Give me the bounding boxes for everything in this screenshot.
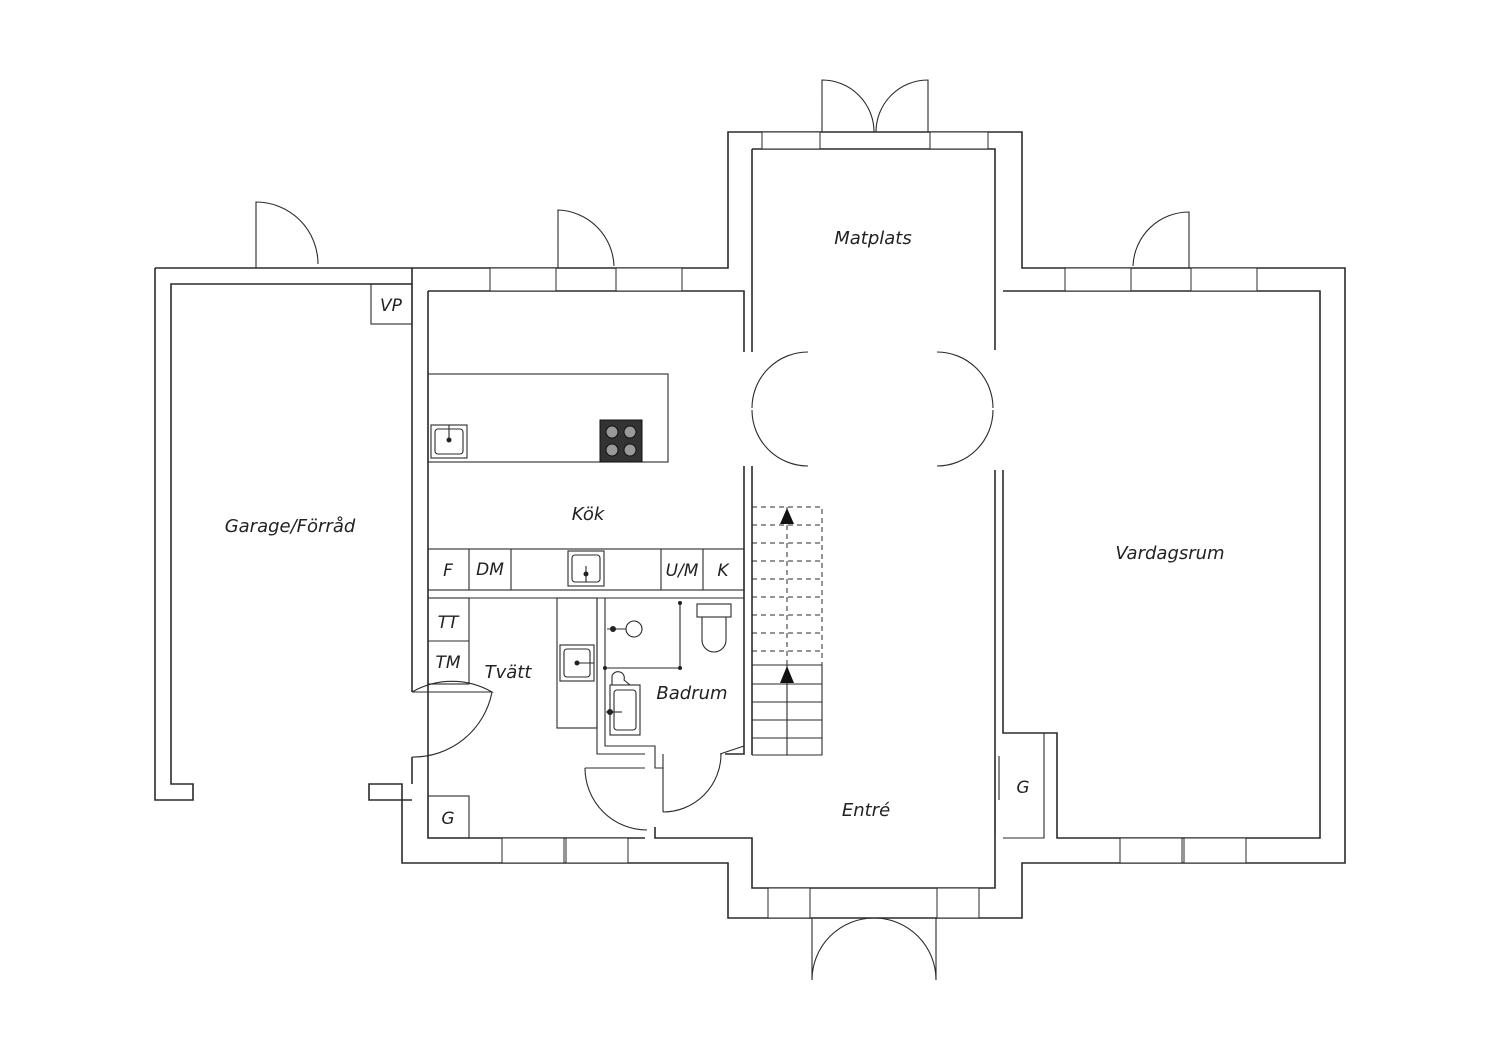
counter-sink-icon bbox=[567, 550, 605, 587]
room-label-entrance: Entré bbox=[842, 800, 890, 821]
room-labels: Garage/Förråd Kök Tvätt Badrum Matplats … bbox=[225, 228, 1225, 821]
shower-icon bbox=[603, 601, 682, 670]
fixture-label-wardrobe-laundry: G bbox=[441, 809, 454, 829]
doors bbox=[255, 79, 1190, 981]
bathroom-fixtures bbox=[603, 601, 732, 736]
fixture-label-washing-machine: TM bbox=[435, 653, 460, 673]
interior-walls bbox=[428, 466, 1045, 839]
stair-arrow-icon bbox=[780, 508, 794, 524]
stair-arrow-icon bbox=[780, 666, 794, 683]
fixture-labels: VP F DM U/M K TT TM G G bbox=[370, 283, 1030, 829]
laundry-sink-icon bbox=[559, 644, 595, 682]
toilet-icon bbox=[696, 603, 732, 653]
stairs bbox=[751, 506, 823, 756]
room-label-kitchen: Kök bbox=[572, 504, 606, 525]
room-label-laundry: Tvätt bbox=[485, 662, 533, 683]
fixture-label-wardrobe-entrance: G bbox=[1016, 778, 1029, 798]
fixture-label-fridge: F bbox=[443, 561, 453, 581]
fixture-label-dryer: TT bbox=[438, 613, 460, 633]
fixture-label-heat-pump: VP bbox=[380, 296, 403, 316]
room-label-bathroom: Badrum bbox=[656, 683, 727, 704]
island-sink-icon bbox=[430, 424, 468, 459]
room-label-garage: Garage/Förråd bbox=[225, 516, 356, 537]
fixture-label-freezer: K bbox=[717, 561, 730, 581]
bidet-icon bbox=[611, 671, 632, 686]
kitchen-cabinets bbox=[427, 548, 745, 591]
laundry-furniture bbox=[427, 597, 598, 839]
outer-walls bbox=[154, 131, 1346, 919]
bath-sink-icon bbox=[606, 684, 641, 736]
fixture-label-oven-microwave: U/M bbox=[666, 561, 699, 581]
fixture-label-dishwasher: DM bbox=[476, 560, 504, 580]
room-label-dining: Matplats bbox=[834, 228, 912, 249]
room-label-living: Vardagsrum bbox=[1115, 543, 1224, 564]
kitchen-island bbox=[427, 373, 669, 463]
windows bbox=[489, 131, 1258, 919]
cooktop-icon bbox=[599, 419, 643, 463]
